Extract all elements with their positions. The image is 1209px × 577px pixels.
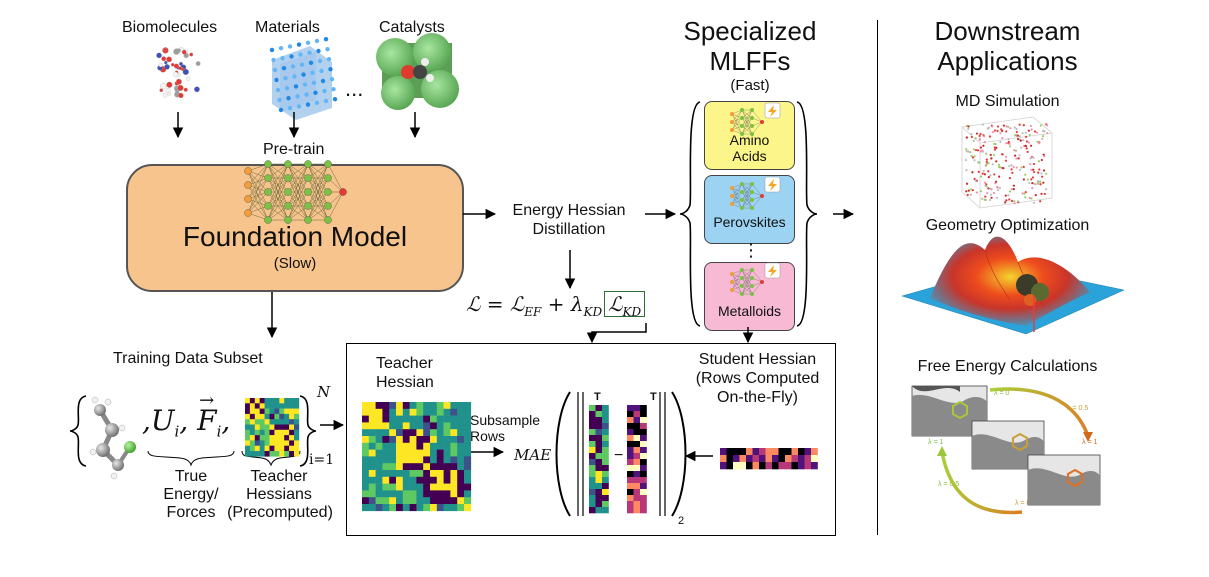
lambda-label-5: λ = 0.5 <box>938 481 960 488</box>
mlff-right-brace <box>796 101 818 327</box>
downstream-title-2: Applications <box>937 46 1078 76</box>
transpose-2: T <box>650 391 657 403</box>
training-u: U <box>150 404 175 437</box>
specialized-title-2: MLFFs <box>709 46 791 76</box>
md-simulation-icon <box>961 116 1053 209</box>
specialized-speed: (Fast) <box>730 77 770 94</box>
lambda-label-1: λ = 0 <box>994 390 1010 397</box>
norm-right-paren <box>671 391 687 517</box>
student-hessian-rows <box>720 448 818 470</box>
pretrain-label: Pre-train <box>263 141 325 158</box>
underbrace-true <box>147 450 235 467</box>
specialized-title-1: Specialized <box>683 16 817 46</box>
teacher-hessian-label-1: Teacher <box>376 355 433 372</box>
student-hessian-label-3: On-the-Fly) <box>717 389 798 406</box>
free-energy-icon <box>911 385 1101 515</box>
student-hessian-label-2: (Rows Computed <box>695 370 820 387</box>
catalyst-icon <box>376 33 459 110</box>
training-sup-n: N <box>317 383 331 401</box>
training-f-symbol: →F <box>197 390 217 437</box>
source-materials-label: Materials <box>255 19 320 36</box>
mlff-card-amino-label-1: Amino <box>729 132 770 148</box>
loss-plus-lambda: + λ <box>541 292 584 316</box>
loss-lambda-sub: KD <box>583 305 603 319</box>
lambda-label-6: λ = 0 <box>1015 500 1031 507</box>
biomolecule-icon <box>156 46 201 99</box>
teacher-hessian-heatmap <box>362 402 472 512</box>
geometry-surface-icon <box>901 236 1125 335</box>
loss-ef-sub: EF <box>524 305 542 319</box>
teacher-hessian-label-2: Hessian <box>376 374 434 391</box>
app-free-energy: Free Energy Calculations <box>917 358 1098 375</box>
lambda-label-3: λ = 1 <box>1082 439 1098 446</box>
brace-hess-1: Teacher <box>250 468 308 485</box>
mlff-card-perovskites-label: Perovskites <box>713 214 786 230</box>
source-biomolecules-label: Biomolecules <box>122 19 218 36</box>
lambda-label-2: λ = 0.5 <box>1067 405 1089 412</box>
brace-hess-2: Hessians <box>246 486 312 503</box>
training-right-brace <box>299 395 317 467</box>
mae-label: MAE <box>514 446 552 464</box>
training-title: Training Data Subset <box>113 350 263 367</box>
foundation-model-title: Foundation Model <box>182 221 408 252</box>
training-sub-i1: i=1 <box>309 452 335 468</box>
distillation-label-2: Distillation <box>532 221 606 238</box>
brace-true-3: Forces <box>166 504 216 521</box>
mlff-card-amino-label-2: Acids <box>732 148 767 164</box>
student-hessian-label-1: Student Hessian <box>698 351 817 368</box>
training-energy-symbol: ,Ui, →Fi, <box>142 390 231 441</box>
training-molecule-icon <box>89 396 136 480</box>
loss-kd-term: ℒ <box>608 292 623 316</box>
loss-lhs: ℒ = ℒ <box>466 292 525 316</box>
subsample-label-1: Subsample <box>470 412 541 428</box>
app-geometry-optimization: Geometry Optimization <box>925 217 1090 234</box>
materials-crystal-icon <box>269 37 338 120</box>
arrow-loss-to-box <box>586 323 647 344</box>
mlff-network-icons <box>730 102 781 296</box>
divider-line <box>877 20 878 535</box>
underbrace-teacher <box>241 450 301 467</box>
mlff-card-metalloids-label: Metalloids <box>717 303 782 319</box>
lambda-label-4: λ = 1 <box>928 439 944 446</box>
student-rows-transposed <box>627 405 647 514</box>
mlff-card-metalloids: Metalloids <box>704 262 795 331</box>
loss-kd-term-box: ℒKD <box>604 291 646 319</box>
brace-hess-3: (Precomputed) <box>227 504 333 521</box>
foundation-model-speed: (Slow) <box>273 255 317 272</box>
source-catalysts-label: Catalysts <box>379 19 445 36</box>
mlff-left-brace <box>679 101 701 327</box>
norm-left-paren <box>555 391 571 517</box>
vector-arrow-icon: → <box>199 390 215 411</box>
loss-kd-term-sub: KD <box>622 305 642 319</box>
training-f: F <box>197 404 217 437</box>
subsampled-teacher-rows <box>589 405 609 514</box>
training-u-sub: i <box>174 422 180 441</box>
norm-sub-2: 2 <box>678 515 685 527</box>
app-md-simulation: MD Simulation <box>955 93 1060 110</box>
mlff-vdots: ⋮ <box>742 240 760 260</box>
transpose-1: T <box>594 391 601 403</box>
training-hessian-heatmap <box>245 398 300 457</box>
brace-true-2: Energy/ <box>163 486 219 503</box>
subsample-label-2: Rows <box>470 428 506 444</box>
foundation-network-icon <box>244 160 347 224</box>
training-f-sub: i <box>216 422 222 441</box>
source-ellipsis: ... <box>345 76 364 101</box>
brace-true-1: True <box>174 468 208 485</box>
distillation-label-1: Energy Hessian <box>512 202 626 219</box>
minus-sign: − <box>614 447 624 464</box>
training-left-brace <box>69 395 87 467</box>
downstream-title-1: Downstream <box>934 16 1081 46</box>
foundation-model-box <box>126 164 464 292</box>
